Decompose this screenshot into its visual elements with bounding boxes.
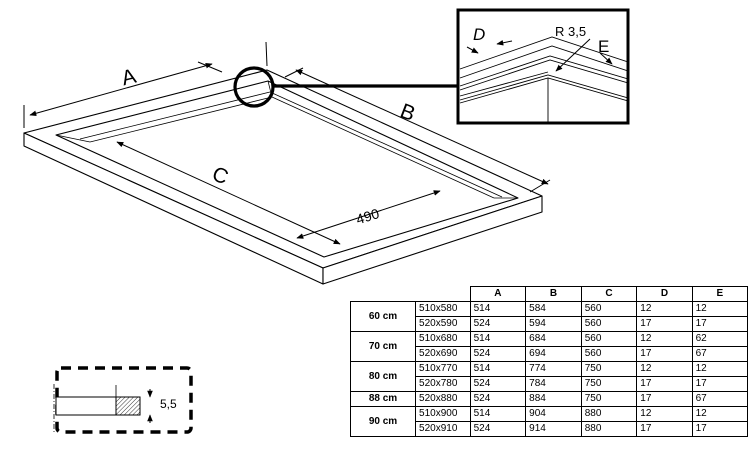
dimension-a-line — [29, 63, 213, 116]
detail-callout — [233, 66, 458, 108]
value-cell: 560 — [580, 316, 638, 332]
detail-box: D R 3,5 E — [456, 8, 630, 125]
value-cell: 750 — [580, 361, 638, 377]
value-cell: 594 — [525, 316, 582, 332]
dimension-490-line — [296, 190, 441, 239]
value-cell: 514 — [469, 406, 527, 422]
value-cell: 904 — [525, 406, 582, 422]
model-cell: 510x770 — [415, 361, 471, 377]
value-cell: 694 — [525, 346, 582, 362]
table-header-cell: C — [580, 286, 638, 302]
value-cell: 524 — [469, 376, 527, 392]
value-cell: 584 — [525, 301, 582, 317]
table-header-cell — [415, 286, 471, 302]
value-cell: 880 — [580, 406, 638, 422]
value-cell: 514 — [469, 361, 527, 377]
value-cell: 524 — [469, 421, 527, 437]
tray-inner-corner-left — [55, 134, 91, 143]
table-header-cell: A — [469, 286, 527, 302]
model-cell: 510x580 — [415, 301, 471, 317]
value-cell: 560 — [580, 301, 638, 317]
value-cell: 12 — [636, 301, 693, 317]
value-cell: 524 — [469, 316, 527, 332]
value-cell: 12 — [691, 361, 748, 377]
value-cell: 560 — [580, 346, 638, 362]
label-e: E — [598, 37, 609, 56]
value-cell: 17 — [636, 391, 693, 407]
size-cell: 70 cm — [349, 331, 417, 362]
value-cell: 17 — [691, 316, 748, 332]
value-cell: 67 — [691, 346, 748, 362]
label-b: B — [397, 99, 418, 125]
size-cell: 60 cm — [349, 301, 417, 332]
table-header-cell — [351, 287, 416, 302]
model-cell: 510x900 — [415, 406, 471, 422]
value-cell: 914 — [525, 421, 582, 437]
value-cell: 12 — [691, 301, 748, 317]
label-d: D — [473, 25, 485, 44]
table-header-cell: D — [636, 286, 693, 302]
label-radius: R 3,5 — [555, 24, 586, 39]
value-cell: 12 — [636, 331, 693, 347]
value-cell: 12 — [636, 406, 693, 422]
value-cell: 884 — [525, 391, 582, 407]
value-cell: 560 — [580, 331, 638, 347]
model-cell: 520x780 — [415, 376, 471, 392]
table-header-cell: B — [525, 286, 582, 302]
value-cell: 514 — [469, 331, 527, 347]
value-cell: 684 — [525, 331, 582, 347]
tray-inner-rim-back-left-2 — [89, 96, 273, 143]
value-cell: 17 — [691, 421, 748, 437]
value-cell: 750 — [580, 391, 638, 407]
model-cell: 520x590 — [415, 316, 471, 332]
value-cell: 62 — [691, 331, 748, 347]
value-cell: 514 — [469, 301, 527, 317]
value-cell: 17 — [636, 346, 693, 362]
dimension-490 — [296, 190, 441, 239]
dimension-a — [23, 41, 268, 128]
section-detail: 5,5 — [53, 366, 193, 434]
value-cell: 784 — [525, 376, 582, 392]
value-cell: 524 — [469, 391, 527, 407]
model-cell: 510x680 — [415, 331, 471, 347]
value-cell: 17 — [691, 376, 748, 392]
value-cell: 774 — [525, 361, 582, 377]
size-cell: 88 cm — [349, 391, 417, 407]
label-a: A — [119, 65, 138, 91]
table-header-cell: E — [691, 286, 748, 302]
value-cell: 12 — [691, 406, 748, 422]
size-cell: 80 cm — [349, 361, 417, 392]
model-cell: 520x880 — [415, 391, 471, 407]
label-5-5: 5,5 — [160, 397, 177, 411]
size-cell: 90 cm — [349, 406, 417, 437]
value-cell: 524 — [469, 346, 527, 362]
value-cell: 67 — [691, 391, 748, 407]
value-cell: 17 — [636, 316, 693, 332]
value-cell: 750 — [580, 376, 638, 392]
value-cell: 17 — [636, 376, 693, 392]
section-dashed-frame — [55, 366, 193, 434]
model-cell: 520x690 — [415, 346, 471, 362]
label-490: 490 — [354, 205, 381, 227]
value-cell: 12 — [636, 361, 693, 377]
tray-front-right-face — [322, 195, 543, 285]
model-cell: 520x910 — [415, 421, 471, 437]
dimension-b — [284, 67, 551, 193]
value-cell: 880 — [580, 421, 638, 437]
section-hatched-part — [115, 396, 141, 416]
dimension-b-line — [295, 69, 549, 185]
value-cell: 17 — [636, 421, 693, 437]
